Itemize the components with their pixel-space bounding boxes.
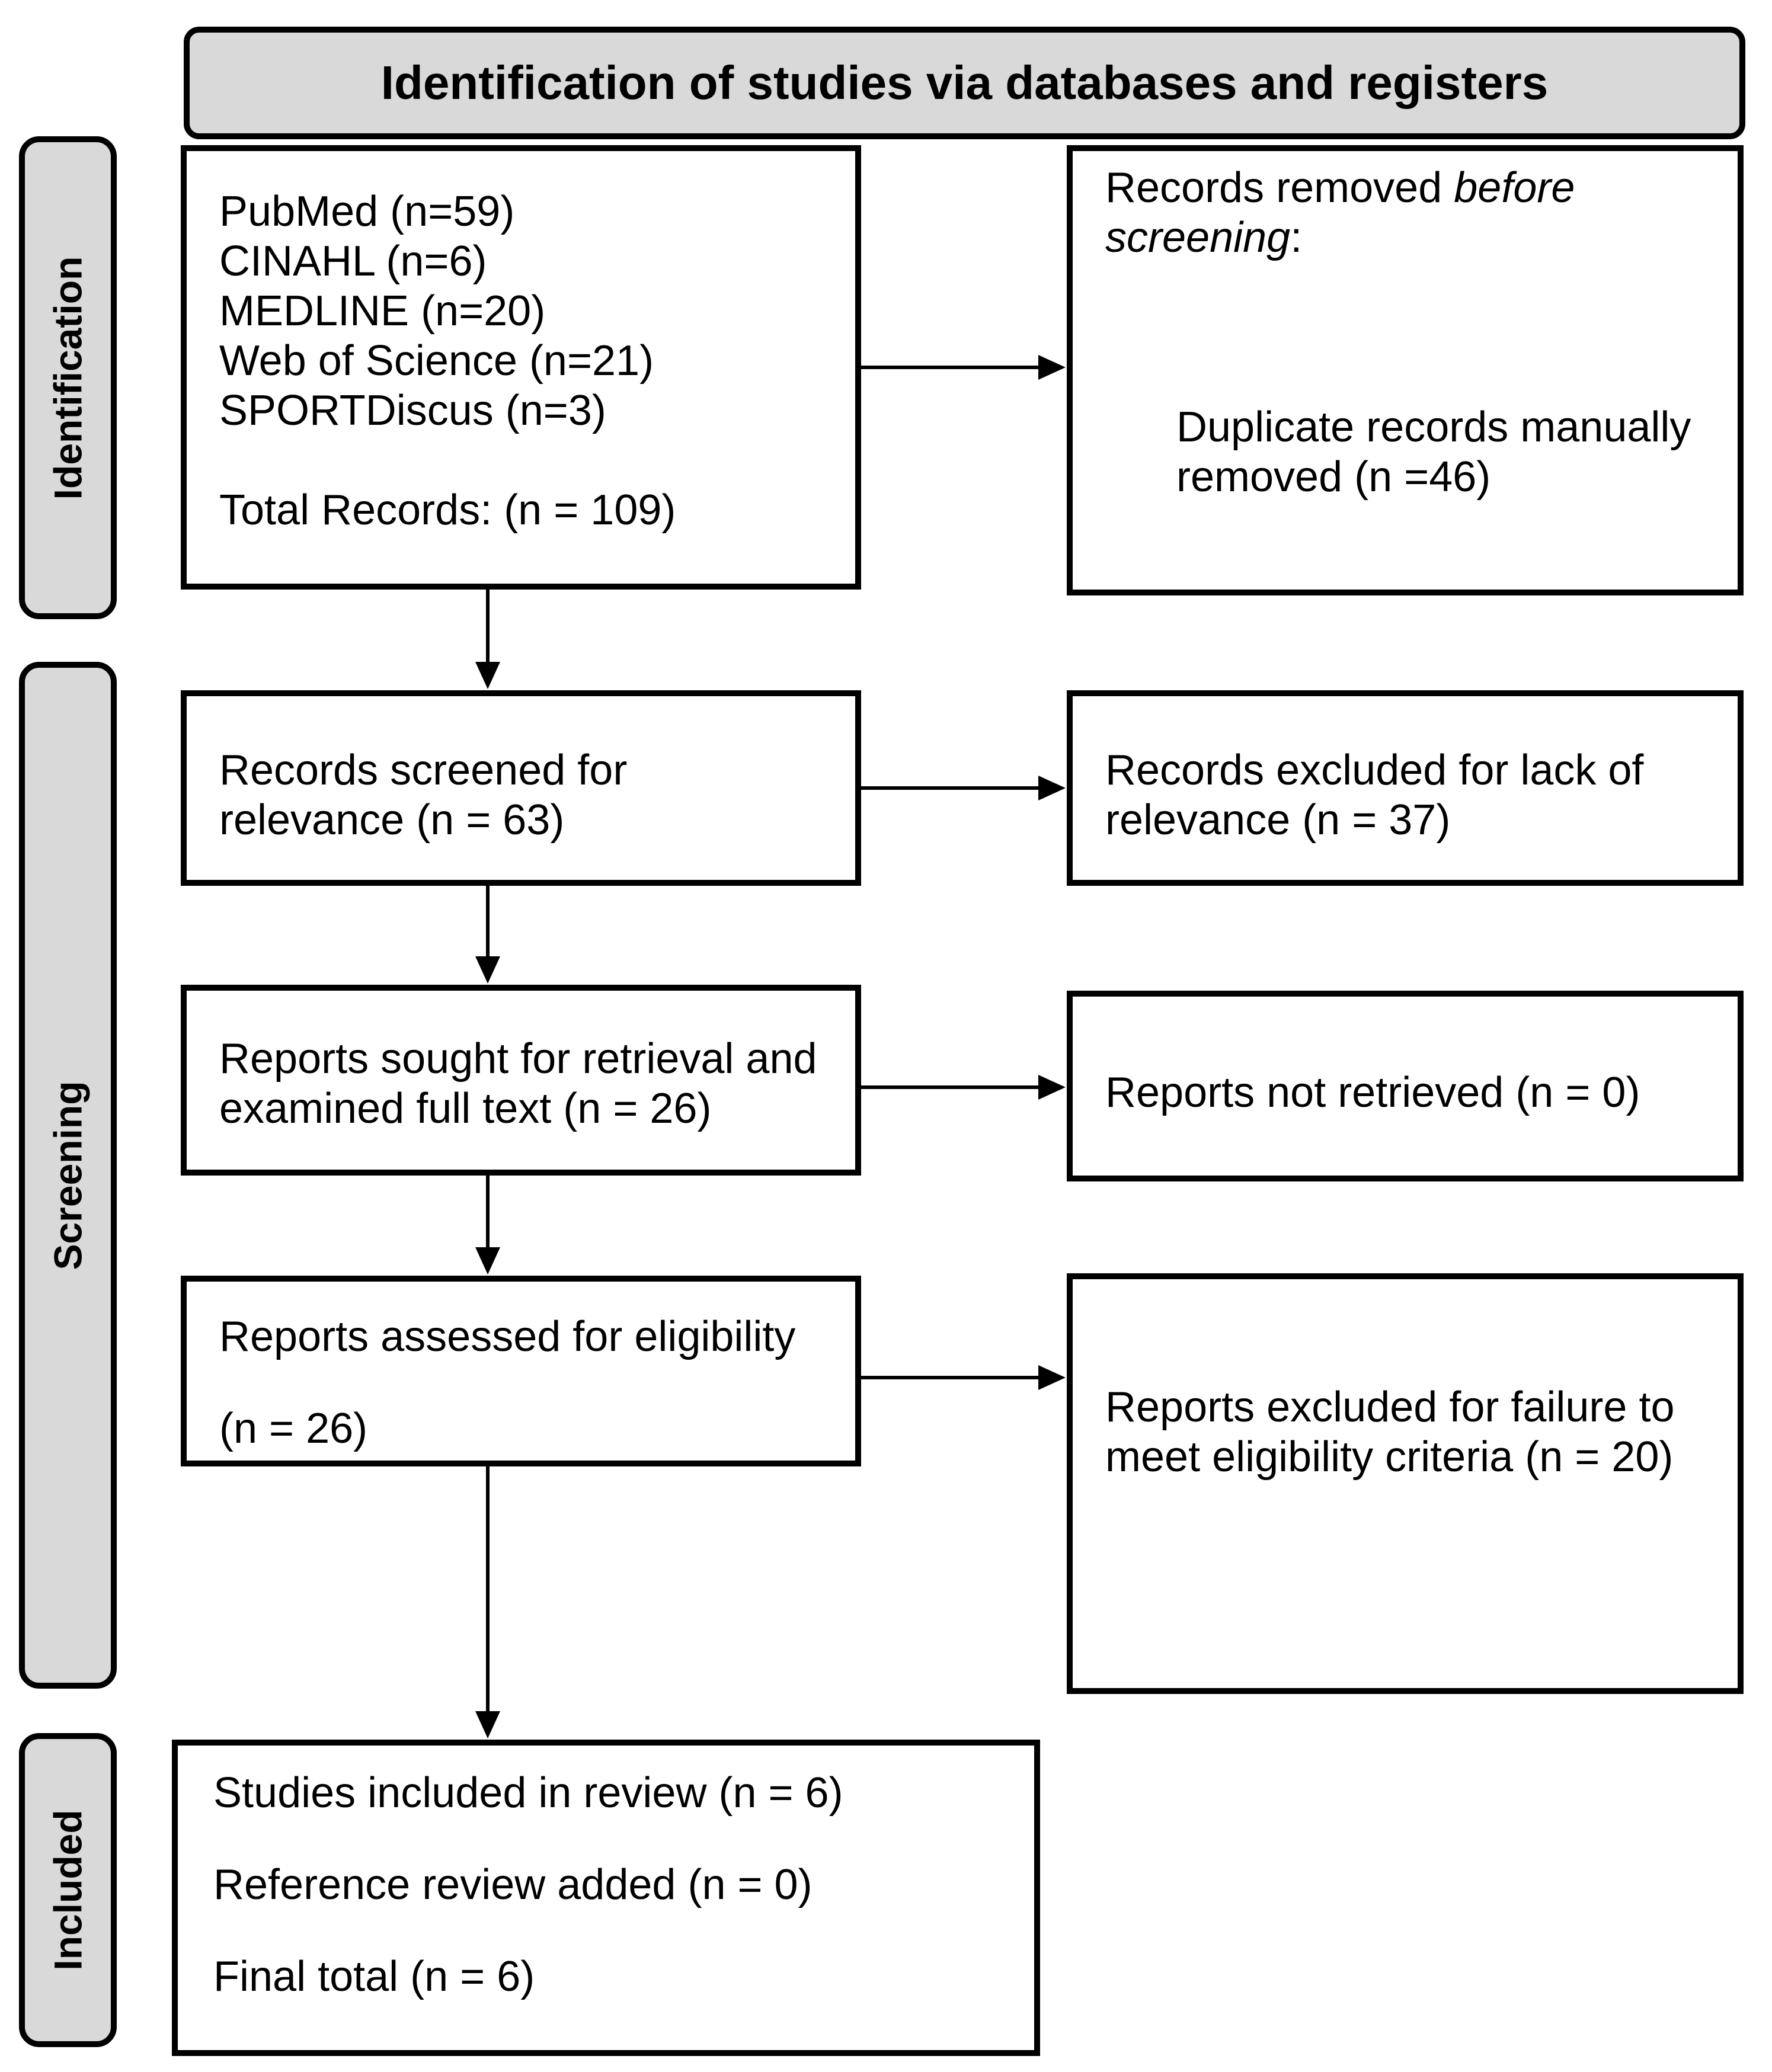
records-removed-heading-line2: screening: <box>1105 213 1720 262</box>
records-screened-line: Records screened for <box>219 747 628 794</box>
database-line: PubMed (n=59) <box>219 188 515 235</box>
database-line: Web of Science (n=21) <box>219 337 654 385</box>
arrow-assessed-to-included <box>475 1466 500 1738</box>
stage-label-screening-text: Screening <box>46 1080 90 1270</box>
arrow-sources-to-removed <box>861 355 1066 380</box>
databases-box: PubMed (n=59) CINAHL (n=6) MEDLINE (n=20… <box>181 145 861 590</box>
studies-included-line: Studies included in review (n = 6) <box>213 1769 843 1817</box>
records-screened-box: Records screened for relevance (n = 63) <box>181 690 861 886</box>
heading-suffix: : <box>1290 214 1303 261</box>
database-line: SPORTDiscus (n=3) <box>219 387 606 434</box>
heading-italic: before <box>1454 164 1575 212</box>
arrow-sought-to-assessed <box>475 1176 500 1274</box>
records-excluded-box: Records excluded for lack of relevance (… <box>1067 690 1744 886</box>
final-total-line: Final total (n = 6) <box>213 1953 535 2000</box>
records-screened-line: relevance (n = 63) <box>219 796 565 844</box>
arrow-assessed-to-excluded-eligibility <box>861 1365 1066 1390</box>
diagram-title: Identification of studies via databases … <box>380 56 1549 109</box>
reports-sought-line: Reports sought for retrieval and <box>219 1035 817 1083</box>
duplicates-removed-line: removed (n =46) <box>1176 453 1491 501</box>
reports-excluded-eligibility-box: Reports excluded for failure to meet eli… <box>1067 1273 1744 1694</box>
stage-label-included: Included <box>19 1733 117 2047</box>
database-line: CINAHL (n=6) <box>219 238 487 285</box>
reports-assessed-count: (n = 26) <box>219 1405 368 1452</box>
studies-included-box: Studies included in review (n = 6) Refer… <box>172 1740 1040 2056</box>
reports-sought-box: Reports sought for retrieval and examine… <box>181 985 861 1176</box>
reports-assessed-box: Reports assessed for eligibility (n = 26… <box>181 1276 861 1466</box>
reports-not-retrieved-box: Reports not retrieved (n = 0) <box>1067 991 1744 1181</box>
stage-label-identification: Identification <box>19 136 117 619</box>
arrow-sources-to-screened <box>475 590 500 689</box>
records-removed-box: Records removed before screening: Duplic… <box>1067 145 1744 595</box>
reports-assessed-line: Reports assessed for eligibility <box>219 1313 796 1360</box>
reports-sought-line: examined full text (n = 26) <box>219 1085 712 1132</box>
spacer <box>219 435 837 485</box>
arrow-sought-to-not-retrieved <box>861 1075 1066 1100</box>
title-banner: Identification of studies via databases … <box>184 27 1745 139</box>
heading-italic: screening <box>1105 214 1291 261</box>
records-excluded-line: Records excluded for lack of <box>1105 747 1644 794</box>
reports-excluded-eligibility-line: Reports excluded for failure to <box>1105 1384 1675 1431</box>
stage-label-included-text: Included <box>46 1810 90 1971</box>
reports-excluded-eligibility-line: meet eligibility criteria (n = 20) <box>1105 1433 1674 1481</box>
reference-review-line: Reference review added (n = 0) <box>213 1861 813 1908</box>
arrow-screened-to-sought <box>475 886 500 984</box>
duplicates-removed-detail: Duplicate records manually removed (n =4… <box>1105 402 1720 502</box>
duplicates-removed-line: Duplicate records manually <box>1176 403 1691 451</box>
database-line: MEDLINE (n=20) <box>219 287 546 335</box>
records-excluded-line: relevance (n = 37) <box>1105 796 1451 844</box>
stage-label-identification-text: Identification <box>46 256 90 499</box>
heading-prefix: Records removed <box>1105 164 1454 212</box>
stage-label-screening: Screening <box>19 662 117 1689</box>
reports-not-retrieved-line: Reports not retrieved (n = 0) <box>1105 1069 1640 1116</box>
records-removed-heading-line1: Records removed before <box>1105 163 1720 213</box>
arrow-screened-to-excluded <box>861 776 1066 800</box>
total-records-line: Total Records: (n = 109) <box>219 486 676 534</box>
